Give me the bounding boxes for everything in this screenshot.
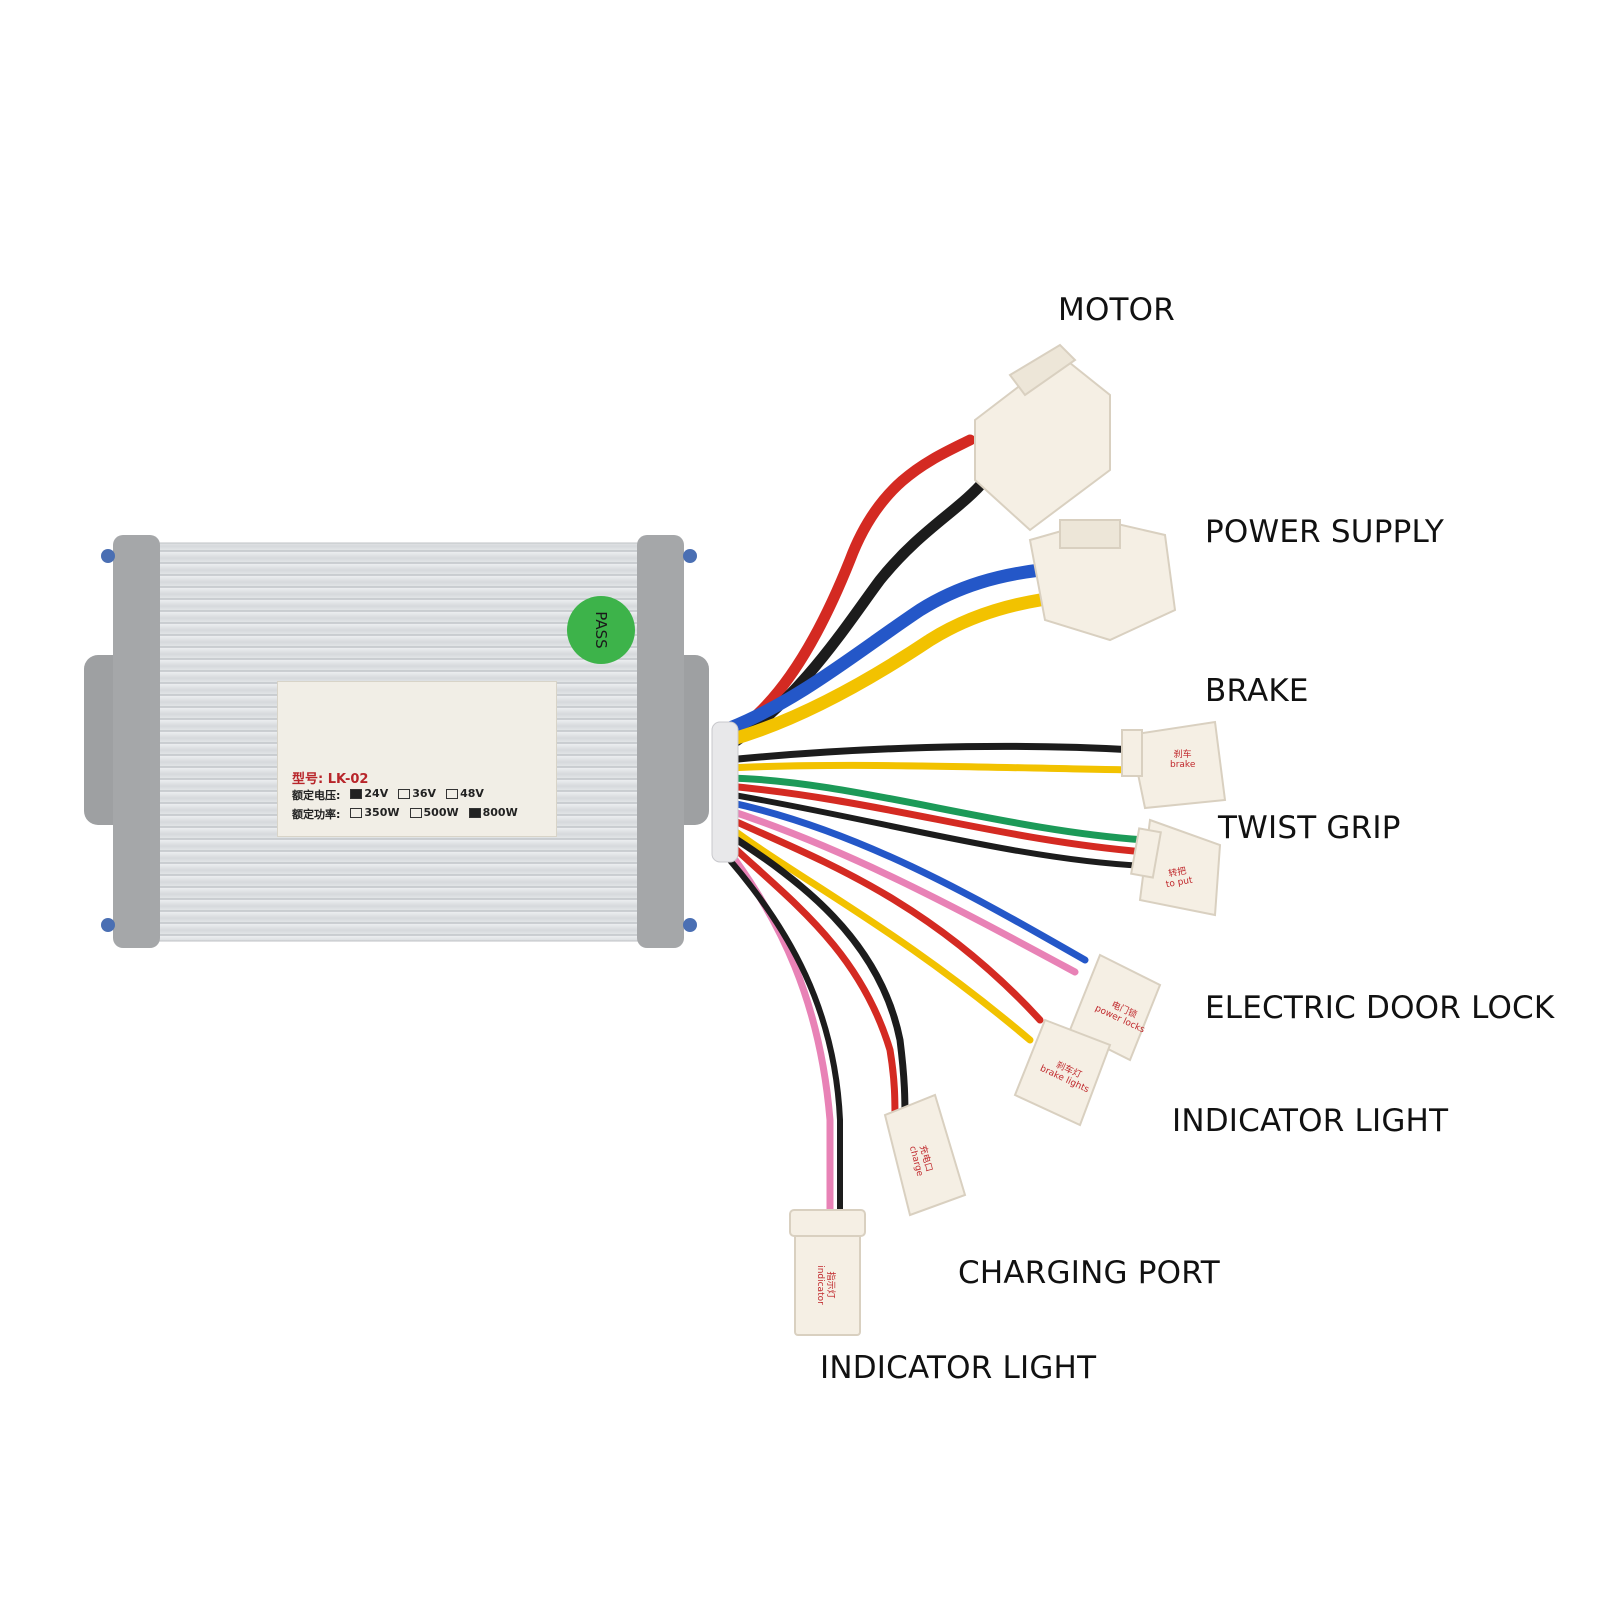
callout-charging-port: CHARGING PORT bbox=[958, 1255, 1220, 1291]
callout-motor: MOTOR bbox=[1058, 292, 1176, 328]
model-number: 型号: LK-02 bbox=[292, 772, 369, 787]
brake-connector bbox=[1121, 720, 1227, 810]
door-lock-connector bbox=[1068, 953, 1162, 1062]
checkbox-icon bbox=[468, 808, 481, 818]
callout-twist-grip: TWIST GRIP bbox=[1218, 810, 1401, 846]
power-supply-connector bbox=[1028, 518, 1177, 642]
spec-sticker: 型号: LK-02 额定电压: 24V 36V 48V 额定功率: 350W 5… bbox=[277, 681, 557, 837]
voltage-row: 额定电压: 24V 36V 48V bbox=[292, 787, 484, 802]
callout-indicator-light-right: INDICATOR LIGHT bbox=[1172, 1103, 1449, 1139]
indicator-connector bbox=[789, 1209, 866, 1336]
checkbox-icon bbox=[446, 789, 459, 799]
wire-harness bbox=[711, 434, 1149, 1229]
checkbox-icon bbox=[350, 808, 363, 818]
checkbox-icon bbox=[409, 808, 422, 818]
checkbox-icon bbox=[398, 789, 411, 799]
power-row: 额定功率: 350W 500W 800W bbox=[292, 806, 518, 821]
pass-seal: PASS bbox=[567, 596, 635, 664]
connectors bbox=[789, 343, 1227, 1336]
screw-icon bbox=[101, 918, 115, 932]
left-end-cap bbox=[113, 535, 160, 948]
callout-indicator-light-bottom: INDICATOR LIGHT bbox=[820, 1350, 1097, 1386]
screw-icon bbox=[101, 549, 115, 563]
checkbox-icon bbox=[350, 789, 363, 799]
right-end-cap bbox=[637, 535, 684, 948]
callout-brake: BRAKE bbox=[1205, 673, 1309, 709]
screw-icon bbox=[683, 549, 697, 563]
twist-grip-connector bbox=[1130, 818, 1222, 917]
screw-icon bbox=[683, 918, 697, 932]
charging-port-connector bbox=[883, 1093, 967, 1217]
callout-power-supply: POWER SUPPLY bbox=[1205, 514, 1444, 550]
motor-connector bbox=[974, 343, 1111, 532]
callout-electric-door-lock: ELECTRIC DOOR LOCK bbox=[1205, 990, 1555, 1026]
brake-lights-connector bbox=[1013, 1018, 1112, 1127]
